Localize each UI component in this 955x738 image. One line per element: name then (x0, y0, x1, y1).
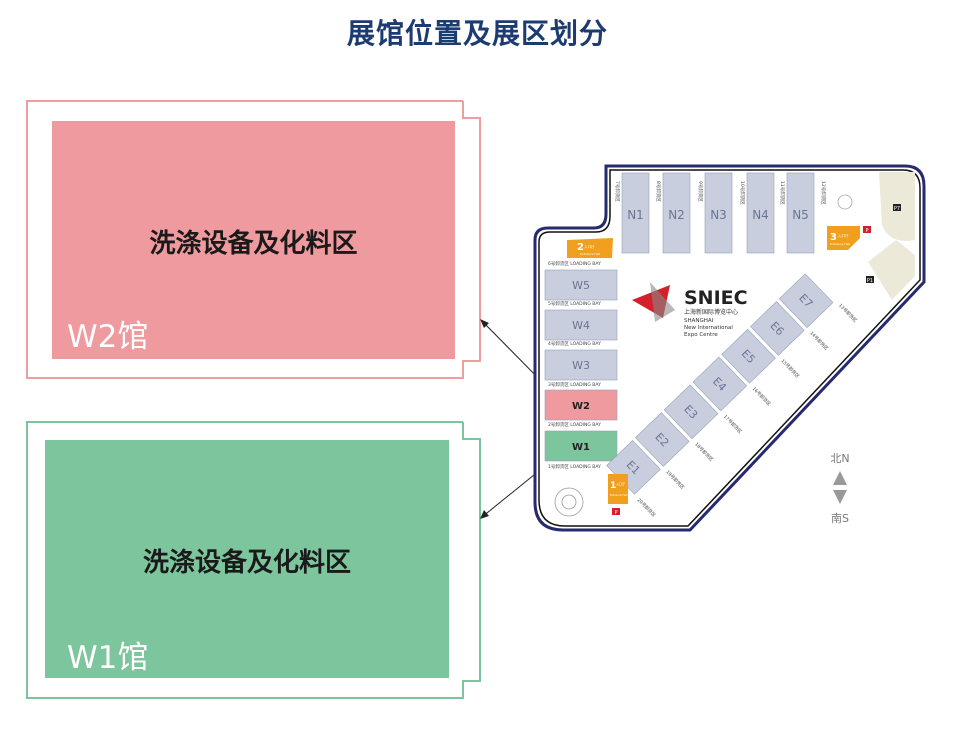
north-halls: N1 N2 N3 N4 N5 7号卸货区 8号卸货区 9号卸货区 10号卸货区 11号卸货区 12号… (614, 172, 827, 254)
hall-n4: N4 (746, 172, 775, 254)
compass: 北N 南S (830, 452, 849, 525)
hall-e1: E1 (606, 440, 661, 495)
parking-p: P (865, 228, 868, 234)
svg-text:3: 3 (830, 232, 837, 243)
entrance-1: 1 入口厅 Entrance Hall P (608, 474, 628, 516)
loading-bay-label: 8号卸货区 (655, 181, 662, 202)
zone-w2: 洗涤设备及化料区 W2馆 (52, 121, 455, 359)
compass-south: 南S (831, 512, 849, 525)
loading-bay-label: 11号卸货区 (779, 181, 786, 205)
hall-n1: N1 (621, 172, 650, 254)
svg-text:W2: W2 (572, 401, 590, 412)
parking-p7: P7 (894, 206, 900, 212)
parking-p1: P1 (867, 278, 873, 284)
svg-text:N3: N3 (710, 208, 727, 222)
svg-text:Entrance Hall: Entrance Hall (830, 242, 850, 246)
hall-e7: E7 (778, 273, 834, 328)
svg-text:2: 2 (577, 242, 584, 253)
compass-north: 北N (830, 452, 849, 465)
svg-text:W3: W3 (572, 359, 590, 372)
hall-n3: N3 (704, 172, 733, 254)
entrance-2: 2 入口厅 Entrance Hall (567, 238, 613, 258)
svg-text:1: 1 (610, 481, 616, 491)
svg-text:N2: N2 (668, 208, 685, 222)
svg-text:N4: N4 (752, 208, 769, 222)
svg-text:SHANGHAI: SHANGHAI (684, 318, 714, 324)
loading-bay-label: 7号卸货区 (614, 181, 621, 202)
hall-n5: N5 (786, 172, 815, 254)
svg-text:Entrance Hall: Entrance Hall (610, 493, 628, 497)
loading-bay-label: 3号卸货区 LOADING BAY (548, 381, 601, 388)
svg-text:上海新国际博览中心: 上海新国际博览中心 (684, 308, 738, 316)
entrance-3: 3 入口厅 Entrance Hall P (827, 226, 871, 250)
loading-bay-label: 9号卸货区 (697, 181, 704, 202)
loading-bay-label: 10号卸货区 (739, 181, 746, 205)
arrow-up-icon (833, 471, 847, 485)
hall-w1: W1 (544, 430, 618, 462)
hall-label: W1馆 (67, 640, 149, 676)
hall-e6: E6 (750, 301, 805, 356)
plaza-strip (868, 240, 915, 300)
svg-text:入口厅: 入口厅 (584, 244, 595, 249)
hall-e4: E4 (692, 356, 748, 412)
svg-text:Expo Centre: Expo Centre (684, 332, 718, 338)
hall-label: W2馆 (67, 319, 149, 355)
zone-w1: 洗涤设备及化料区 W1馆 (45, 440, 449, 678)
w1-frame (26, 421, 481, 699)
svg-text:N5: N5 (792, 208, 809, 222)
hall-e2: E2 (635, 412, 690, 467)
svg-text:W5: W5 (572, 279, 590, 292)
svg-text:入口厅: 入口厅 (616, 482, 625, 486)
sniec-logo: SNIEC 上海新国际博览中心 SHANGHAI New Internation… (632, 282, 748, 338)
page-title: 展馆位置及展区划分 (346, 17, 608, 50)
svg-text:N1: N1 (627, 208, 644, 222)
loading-bay-label: 1号卸货区 LOADING BAY (548, 463, 601, 470)
hall-w2: W2 (544, 389, 618, 421)
hall-w4: W4 (544, 309, 618, 341)
svg-text:W4: W4 (572, 319, 590, 332)
loading-bay-label: 4号卸货区 LOADING BAY (548, 340, 601, 347)
zone-name: 洗涤设备及化料区 (142, 548, 351, 578)
svg-text:Entrance Hall: Entrance Hall (580, 252, 600, 256)
svg-text:P: P (614, 510, 617, 516)
loading-bay-label: 12号卸货区 (820, 181, 827, 205)
hall-e3: E3 (663, 384, 719, 440)
svg-text:New International: New International (684, 325, 733, 331)
w2-frame (26, 100, 481, 379)
hall-e5: E5 (721, 328, 776, 384)
hall-w3: W3 (544, 349, 618, 381)
loading-bay-label: 2号卸货区 LOADING BAY (548, 421, 601, 428)
svg-text:入口厅: 入口厅 (838, 233, 849, 238)
arrow-down-icon (833, 490, 847, 504)
svg-text:W1: W1 (572, 442, 590, 453)
zone-name: 洗涤设备及化料区 (149, 229, 358, 259)
loading-bay-label: 6号卸货区 LOADING BAY (548, 260, 601, 267)
hall-n2: N2 (662, 172, 691, 254)
svg-text:SNIEC: SNIEC (684, 287, 748, 309)
hall-w5: W5 (544, 269, 618, 301)
loading-bay-label: 5号卸货区 LOADING BAY (548, 300, 601, 307)
